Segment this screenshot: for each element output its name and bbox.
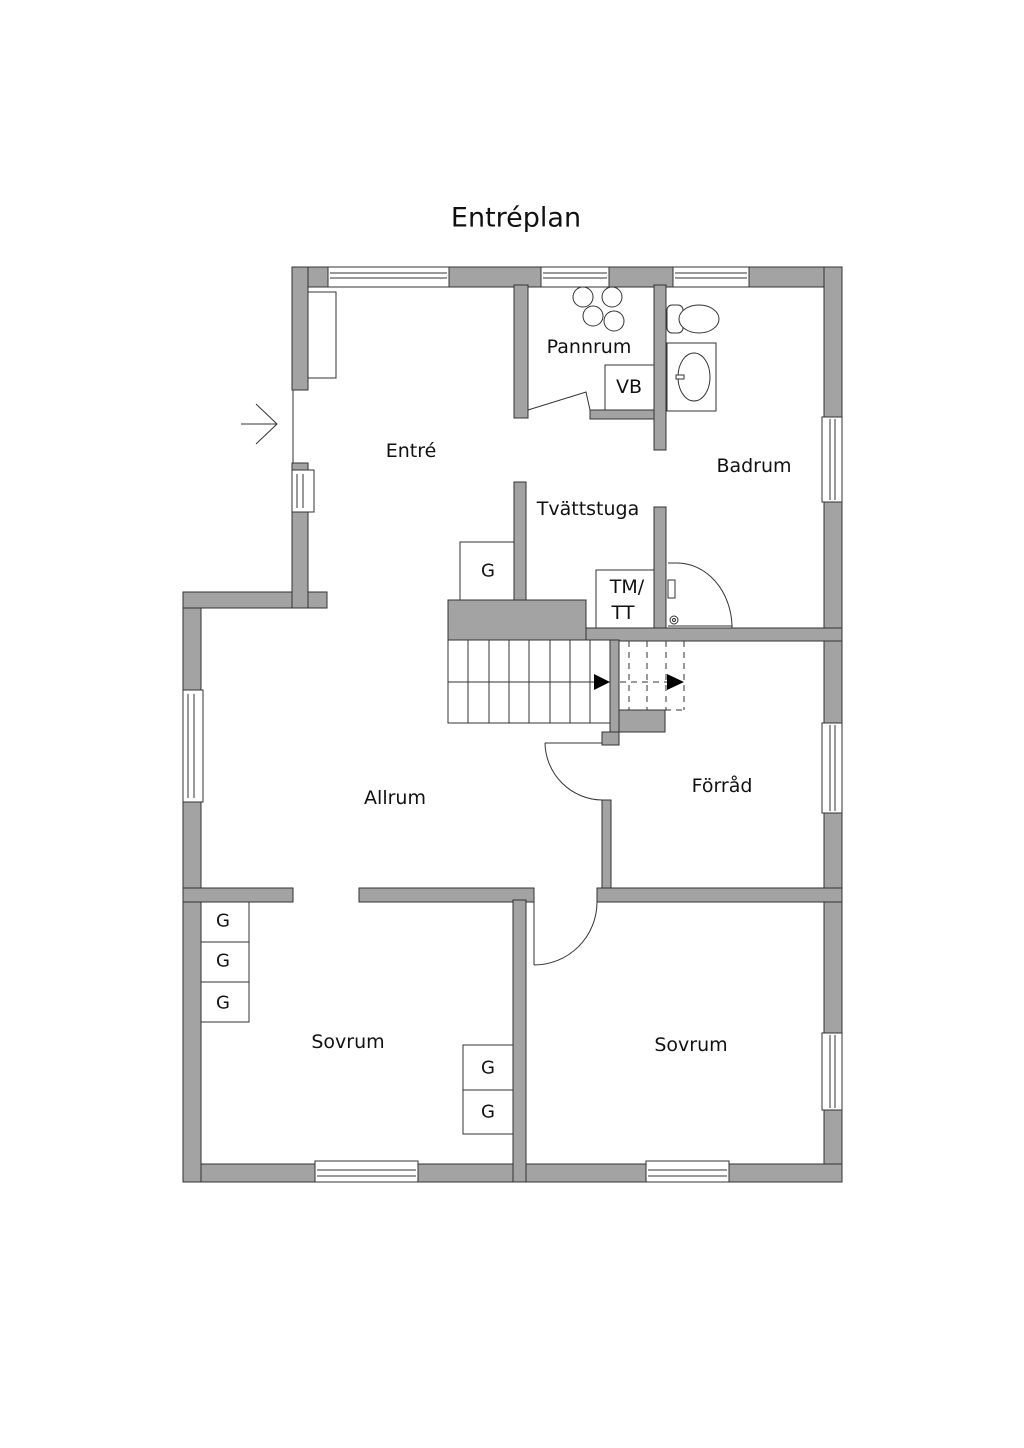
boiler-icon bbox=[572, 286, 625, 332]
washer-dryer bbox=[595, 569, 655, 629]
vb-unit bbox=[604, 364, 655, 411]
room-label-entre: Entré bbox=[385, 440, 437, 462]
windows bbox=[182, 266, 843, 1183]
tm-label-line1: TM/ bbox=[609, 576, 645, 598]
room-label-badrum: Badrum bbox=[716, 455, 792, 477]
page-title: Entréplan bbox=[450, 202, 582, 234]
wardrobe-label: G bbox=[481, 1057, 495, 1079]
tm-label-line2: TT bbox=[611, 602, 635, 624]
wardrobes-sovrum-left bbox=[200, 901, 250, 1023]
room-label-allrum: Allrum bbox=[364, 787, 426, 809]
entry-cabinet bbox=[307, 291, 337, 379]
stair-arrow-icon bbox=[594, 674, 610, 690]
room-label-sovrum-right: Sovrum bbox=[654, 1034, 728, 1056]
sovrum-door bbox=[533, 901, 598, 966]
sink-icon bbox=[666, 342, 717, 412]
wardrobe-tvatt bbox=[459, 541, 515, 601]
entrance-arrow-icon bbox=[241, 403, 278, 445]
room-label-pannrum: Pannrum bbox=[546, 336, 632, 358]
wardrobe-label: G bbox=[481, 1101, 495, 1123]
wardrobe-label: G bbox=[216, 950, 230, 972]
wardrobe-label: G bbox=[481, 560, 495, 582]
wardrobes-sovrum-mid bbox=[462, 1044, 514, 1135]
forrad-door bbox=[544, 742, 603, 801]
shower-icon bbox=[667, 562, 733, 628]
pannrum-door bbox=[527, 391, 591, 411]
room-label-tvattstuga: Tvättstuga bbox=[536, 498, 640, 520]
wardrobe-label: G bbox=[216, 992, 230, 1014]
wardrobe-label: G bbox=[216, 910, 230, 932]
vb-label: VB bbox=[615, 376, 643, 398]
room-label-forrad: Förråd bbox=[691, 775, 753, 797]
staircase bbox=[447, 639, 685, 724]
toilet-icon bbox=[666, 304, 720, 334]
room-label-sovrum-left: Sovrum bbox=[311, 1031, 385, 1053]
